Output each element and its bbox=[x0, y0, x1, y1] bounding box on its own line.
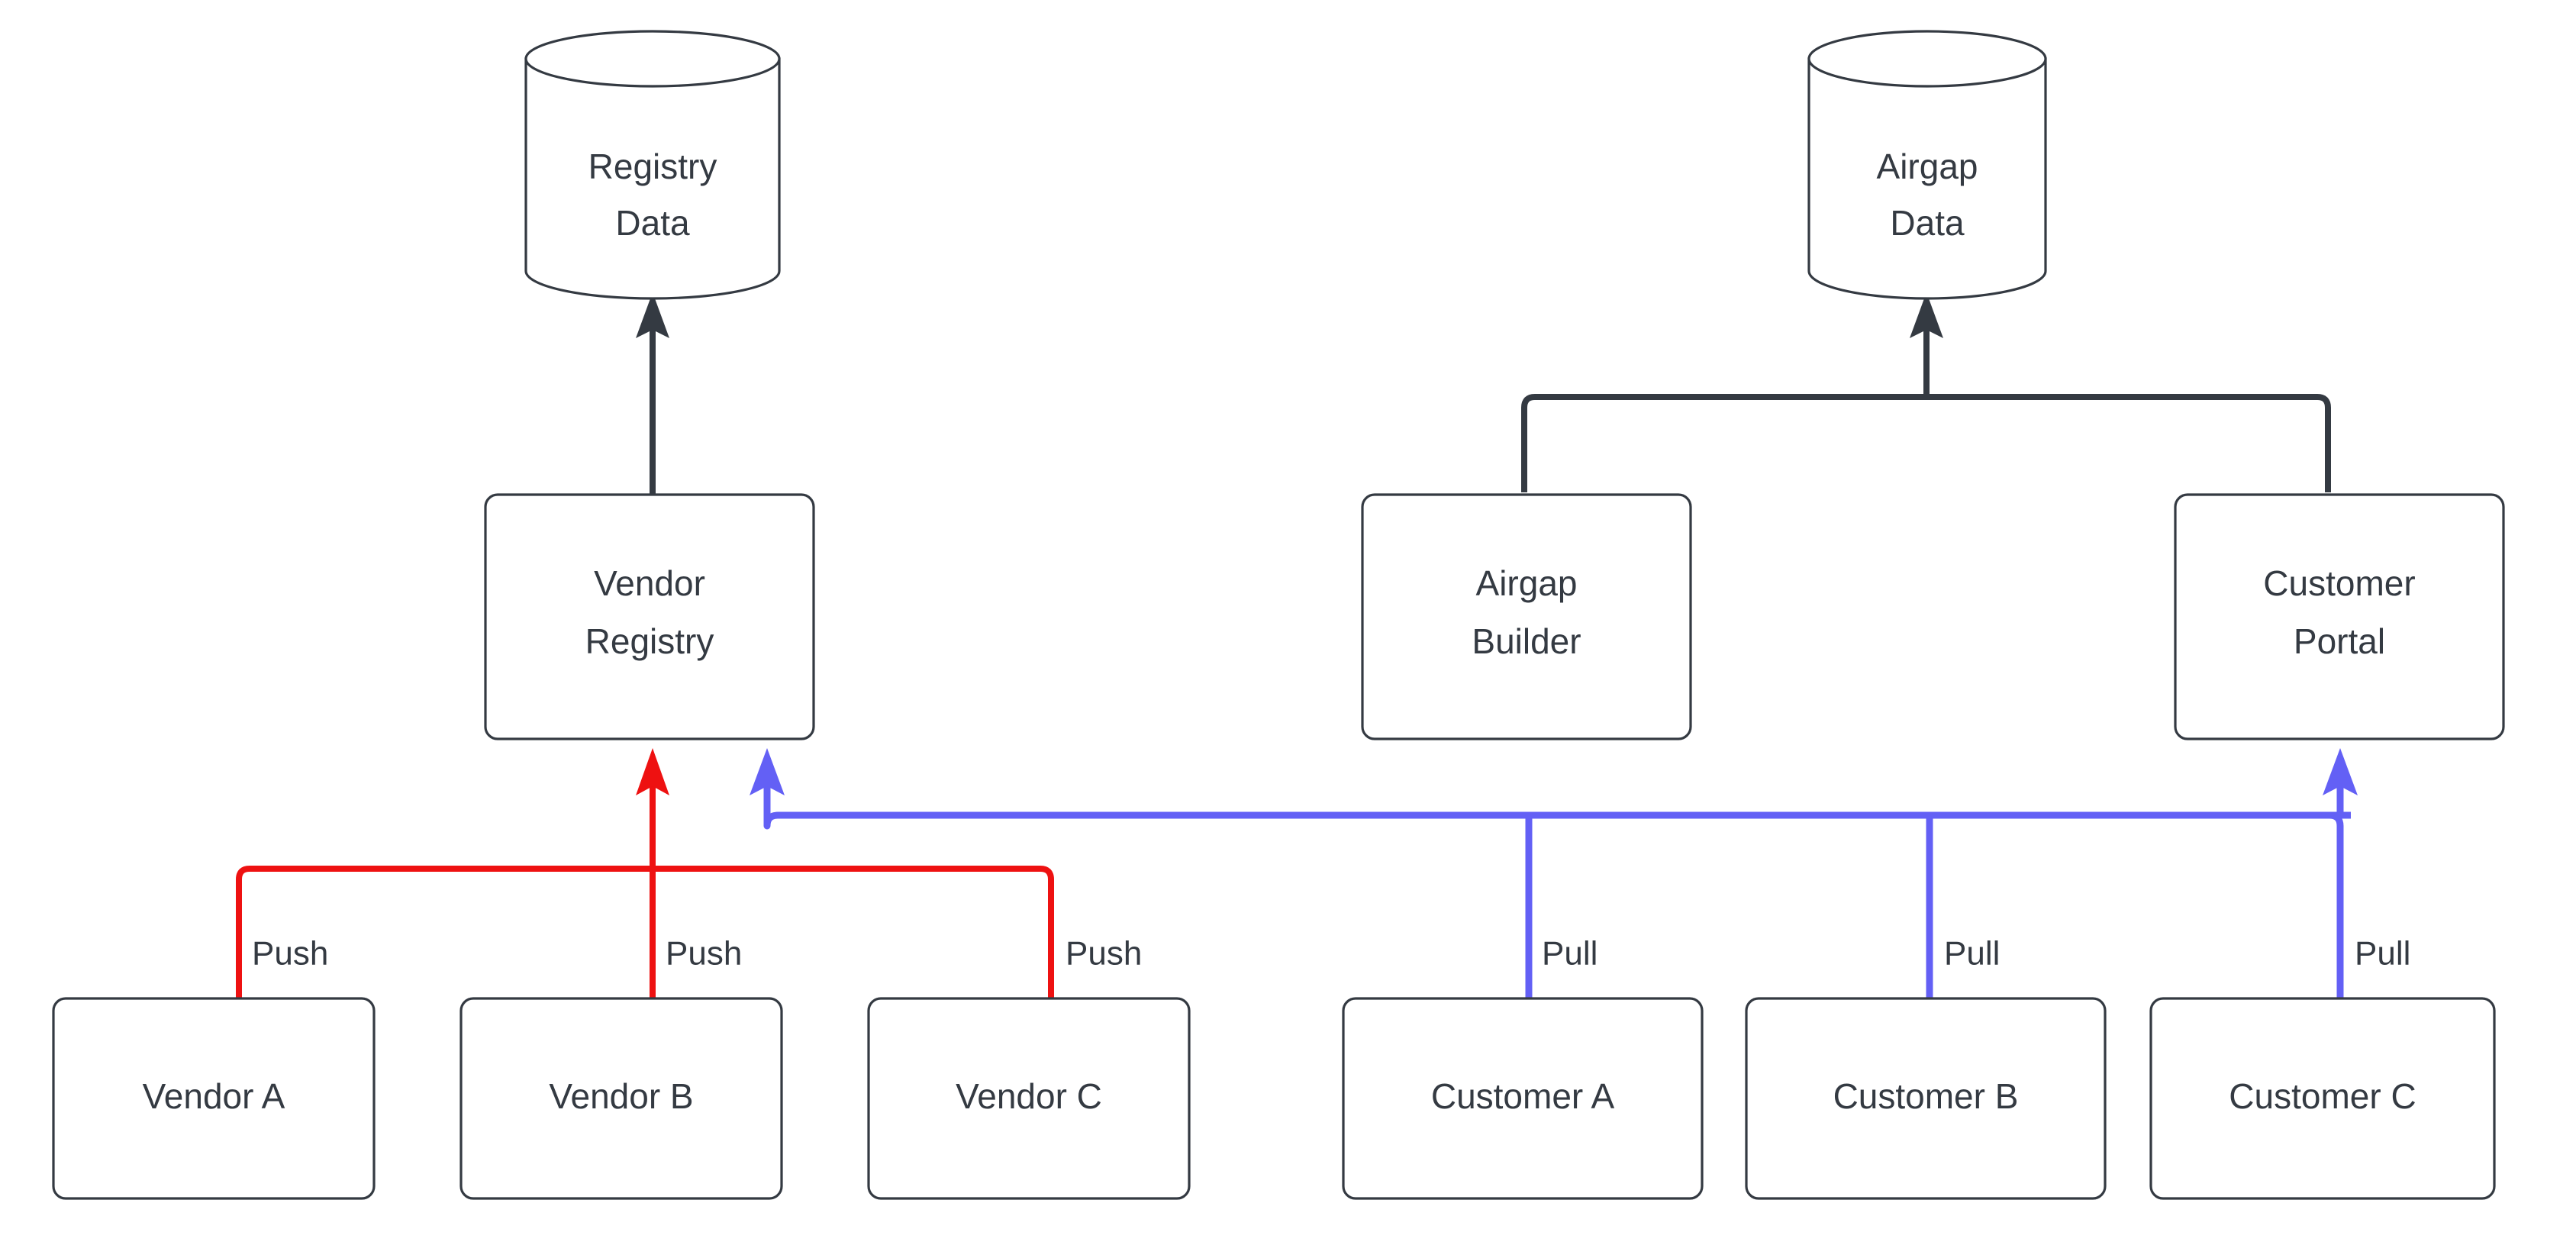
actor-customer-b[interactable]: Customer B bbox=[1745, 997, 2107, 1200]
registry-data-label-line1: Registry bbox=[588, 147, 717, 186]
vendor-registry-label-line2: Registry bbox=[585, 621, 714, 661]
service-airgap-builder[interactable]: Airgap Builder bbox=[1361, 493, 1692, 740]
airgap-builder-label-line2: Builder bbox=[1472, 621, 1581, 661]
edge-label-push-vendor-c: Push bbox=[1066, 935, 1142, 973]
customer-portal-label-line1: Customer bbox=[2263, 563, 2415, 603]
airgap-data-label-line2: Data bbox=[1890, 203, 1965, 243]
edge-label-pull-customer-c: Pull bbox=[2355, 935, 2410, 973]
vendor-c-label: Vendor C bbox=[956, 1076, 1102, 1116]
customer-b-label: Customer B bbox=[1833, 1076, 2019, 1116]
vendor-registry-label-line1: Vendor bbox=[594, 563, 705, 603]
registry-data-label-line2: Data bbox=[615, 203, 690, 243]
edge-pull-bus bbox=[750, 748, 2351, 830]
actor-vendor-a[interactable]: Vendor A bbox=[52, 997, 376, 1200]
customer-c-label: Customer C bbox=[2229, 1076, 2416, 1116]
datastore-registry-data[interactable]: Registry Data bbox=[524, 30, 781, 300]
customer-portal-label-line2: Portal bbox=[2294, 621, 2385, 661]
service-vendor-registry[interactable]: Vendor Registry bbox=[484, 493, 815, 740]
edge-label-push-vendor-b: Push bbox=[666, 935, 742, 973]
actor-customer-a[interactable]: Customer A bbox=[1342, 997, 1704, 1200]
edge-label-pull-customer-a: Pull bbox=[1542, 935, 1598, 973]
edge-label-push-vendor-a: Push bbox=[252, 935, 328, 973]
datastore-airgap-data[interactable]: Airgap Data bbox=[1807, 30, 2047, 300]
edge-label-pull-customer-b: Pull bbox=[1944, 935, 2000, 973]
vendor-b-label: Vendor B bbox=[549, 1076, 693, 1116]
vendor-a-label: Vendor A bbox=[143, 1076, 285, 1116]
edge-pull-customer-portal bbox=[2290, 748, 2358, 1000]
actor-vendor-c[interactable]: Vendor C bbox=[867, 997, 1191, 1200]
actor-vendor-b[interactable]: Vendor B bbox=[459, 997, 783, 1200]
edge-airgap-tree-to-airgap-data bbox=[1521, 292, 2331, 492]
customer-a-label: Customer A bbox=[1431, 1076, 1615, 1116]
airgap-data-label-line1: Airgap bbox=[1877, 147, 1978, 186]
edge-push-bus bbox=[236, 748, 1054, 998]
service-customer-portal[interactable]: Customer Portal bbox=[2174, 493, 2505, 740]
edge-vendor-registry-to-registry-data bbox=[636, 292, 669, 495]
actor-customer-c[interactable]: Customer C bbox=[2149, 997, 2496, 1200]
airgap-builder-label-line1: Airgap bbox=[1476, 563, 1578, 603]
